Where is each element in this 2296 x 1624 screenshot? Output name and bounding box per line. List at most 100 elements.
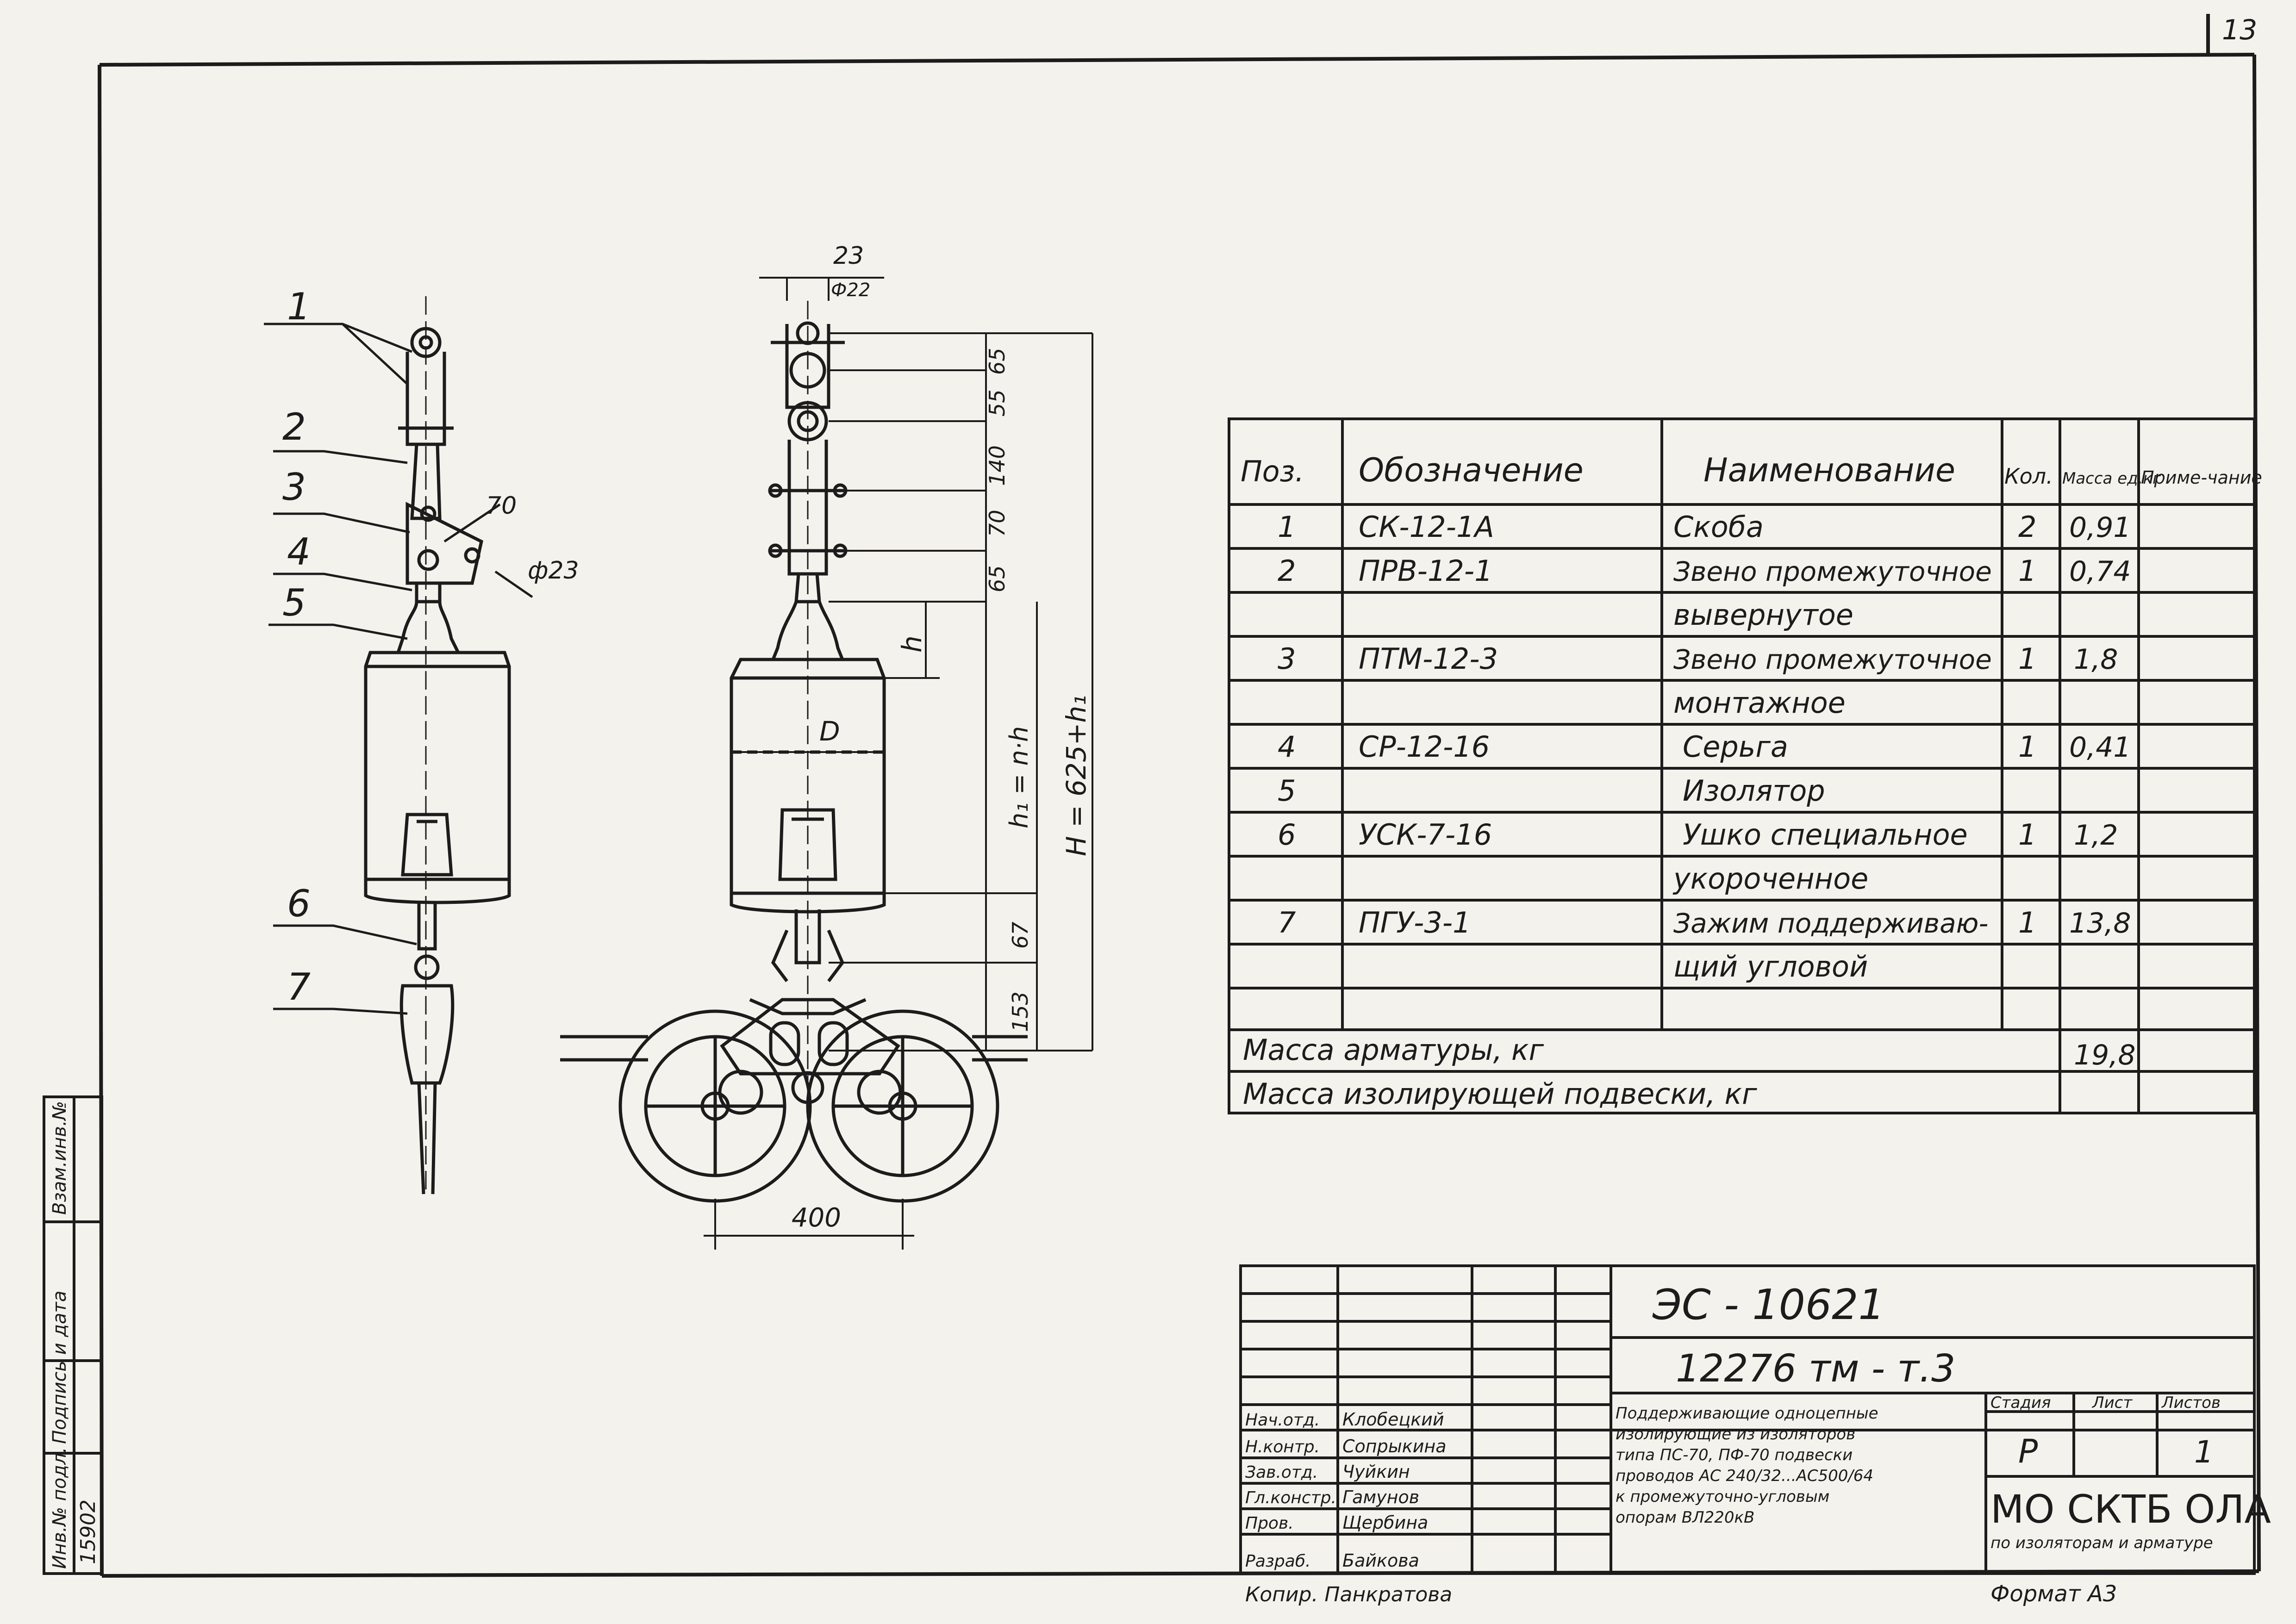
row-code: ПТМ-12-3 — [1359, 642, 1498, 676]
mass-insulating-label: Масса изолирующей подвески, кг — [1243, 1077, 1757, 1111]
dim-phi23: ф23 — [528, 557, 579, 585]
label-H: H = 625+h₁ — [1061, 695, 1092, 856]
row-name: монтажное — [1673, 686, 1846, 720]
row-qty: 1 — [2018, 730, 2036, 764]
table-row: 3 ПТМ-12-3 Звено промежуточное 1 1,8 — [1278, 642, 2118, 676]
role-name: Клобецкий — [1342, 1409, 1444, 1430]
row-name: укороченное — [1672, 862, 1868, 896]
row-mass: 1,2 — [2074, 819, 2118, 852]
sheet-frame — [98, 14, 2261, 1578]
description-line: типа ПС-70, ПФ-70 подвески — [1616, 1446, 1853, 1464]
row-code: ПГУ-3-1 — [1359, 906, 1471, 940]
table-row: 4 СР-12-16 Серьга 1 0,41 — [1278, 730, 2131, 764]
row-pos: 6 — [1278, 818, 1296, 852]
row-pos: 4 — [1278, 730, 1296, 764]
role-label: Зав.отд. — [1245, 1463, 1318, 1482]
row-mass: 0,91 — [2069, 511, 2131, 544]
row-pos: 5 — [1278, 774, 1296, 808]
row-qty: 2 — [2018, 510, 2036, 544]
row-qty: 1 — [2018, 818, 2036, 852]
mass-fittings-label: Масса арматуры, кг — [1243, 1033, 1544, 1067]
th-pos: Поз. — [1241, 454, 1304, 488]
description-line: к промежуточно-угловым — [1616, 1487, 1829, 1506]
description-line: Поддерживающие одноцепные — [1616, 1404, 1878, 1423]
drawing-number: 12276 тм - т.3 — [1676, 1347, 1955, 1391]
role-label: Разраб. — [1245, 1552, 1310, 1571]
copied-by: Копир. Панкратова — [1245, 1583, 1452, 1606]
th-mass: Масса ед.кг — [2062, 469, 2161, 488]
dim-phi22: Ф22 — [831, 280, 870, 301]
row-pos: 2 — [1278, 554, 1296, 588]
table-row: монтажное — [1673, 686, 1846, 720]
callout-1: 1 — [287, 285, 311, 328]
stage-label: Стадия — [1990, 1394, 2051, 1412]
row-mass: 1,8 — [2074, 643, 2118, 676]
table-row: 5 Изолятор — [1278, 774, 1825, 808]
callout-7: 7 — [287, 965, 311, 1008]
row-mass: 0,41 — [2069, 731, 2131, 764]
sheet-format: Формат А3 — [1990, 1581, 2117, 1607]
description-line: проводов АС 240/32...АС500/64 — [1616, 1467, 1873, 1485]
row-code: УСК-7-16 — [1359, 818, 1492, 852]
table-row: укороченное — [1672, 862, 1868, 896]
left-view-drawing — [364, 296, 511, 1195]
row-name: вывернутое — [1673, 598, 1853, 632]
description-line: изолирующие из изоляторов — [1616, 1425, 1855, 1444]
row-name: Изолятор — [1683, 774, 1825, 808]
table-row: вывернутое — [1673, 598, 1853, 632]
dim-55: 55 — [985, 389, 1010, 417]
row-qty: 1 — [2018, 554, 2036, 588]
description-line: опорам ВЛ220кВ — [1616, 1508, 1754, 1527]
drawing-description: Поддерживающие одноцепные изолирующие из… — [1616, 1404, 1878, 1527]
role-label: Н.контр. — [1245, 1437, 1320, 1456]
callout-5: 5 — [282, 581, 306, 624]
row-code: СК-12-1А — [1359, 510, 1494, 544]
org-name: МО СКТБ ОЛА — [1990, 1487, 2271, 1532]
callout-6: 6 — [287, 882, 311, 925]
label-h1: h₁ = n·h — [1004, 726, 1034, 828]
right-view-drawing — [560, 301, 1028, 1203]
row-name: Зажим поддерживаю- — [1673, 908, 1988, 939]
dim-70-chain: 70 — [985, 510, 1010, 537]
th-note: Приме-чание — [2141, 467, 2262, 488]
row-name: Скоба — [1673, 510, 1764, 544]
dim-23: 23 — [833, 242, 864, 270]
left-callout-leaders — [264, 323, 533, 1015]
table-row: 6 УСК-7-16 Ушко специальное 1 1,2 — [1278, 818, 2118, 852]
dim-400: 400 — [792, 1203, 841, 1233]
signature-rows: Нач.отд. Клобецкий Н.контр. Сопрыкина За… — [1245, 1409, 1447, 1571]
row-qty: 1 — [2018, 906, 2036, 940]
inv-no-label: Инв.№ подл. — [49, 1447, 70, 1569]
spec-table-rows: 1 СК-12-1А Скоба 2 0,91 2 ПРВ-12-1 Звено… — [1278, 510, 2131, 983]
left-strip — [43, 1095, 103, 1575]
role-label: Нач.отд. — [1245, 1411, 1320, 1430]
th-name: Наименование — [1703, 451, 1955, 489]
label-h: h — [896, 635, 928, 653]
mass-fittings-value: 19,8 — [2074, 1039, 2136, 1071]
th-qty: Кол. — [2004, 464, 2053, 489]
callout-2: 2 — [282, 405, 306, 448]
dim-70: 70 — [486, 492, 517, 520]
role-name: Сопрыкина — [1342, 1436, 1447, 1456]
row-pos: 3 — [1278, 642, 1296, 676]
row-qty: 1 — [2018, 642, 2036, 676]
row-mass: 0,74 — [2069, 555, 2131, 588]
row-name: щий угловой — [1673, 950, 1868, 983]
row-name: Звено промежуточное — [1673, 644, 1992, 675]
dim-153: 153 — [1008, 991, 1033, 1032]
role-name: Чуйкин — [1342, 1462, 1410, 1482]
table-row: 1 СК-12-1А Скоба 2 0,91 — [1278, 510, 2131, 544]
dim-65-mid: 65 — [985, 565, 1010, 592]
right-view-dimensions — [704, 277, 1093, 1250]
callout-4: 4 — [287, 530, 311, 573]
sign-date-label: Подпись и дата — [49, 1291, 70, 1444]
spec-table-grid — [1228, 417, 2256, 1114]
org-subtitle: по изоляторам и арматуре — [1990, 1534, 2213, 1552]
role-name: Байкова — [1342, 1550, 1419, 1571]
sheet-label: Лист — [2091, 1394, 2133, 1412]
dim-67: 67 — [1008, 921, 1033, 949]
inv-no-value: 15902 — [76, 1500, 100, 1564]
table-row: щий угловой — [1673, 950, 1868, 983]
row-pos: 1 — [1278, 510, 1296, 544]
